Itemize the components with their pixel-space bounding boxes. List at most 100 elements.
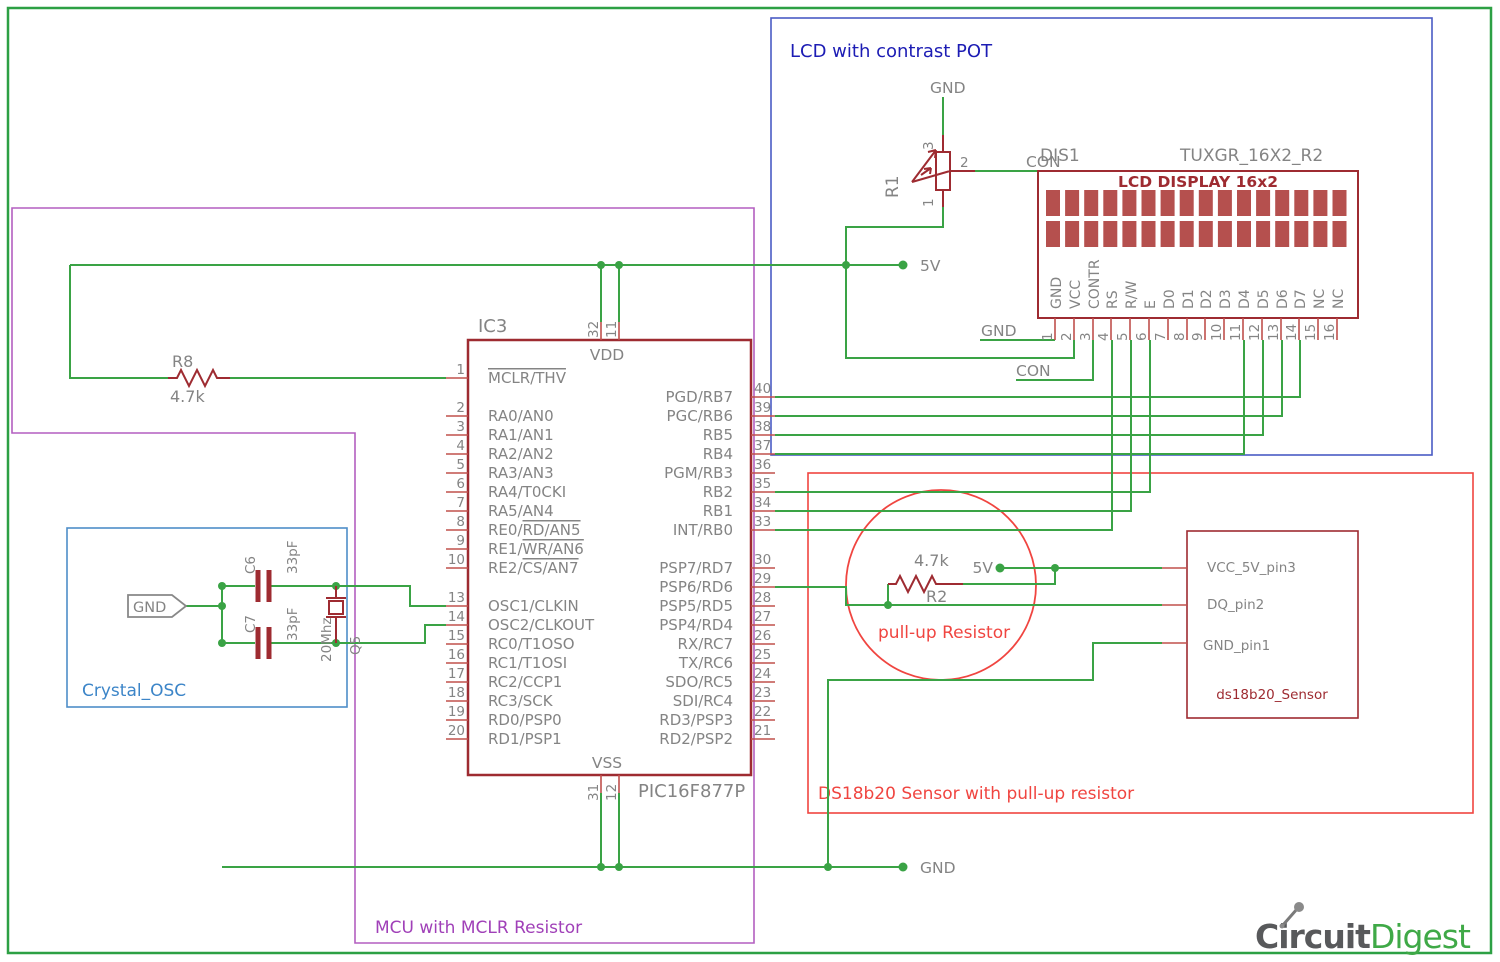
lcd-pin-name: D3 [1218, 289, 1234, 309]
lcd-cell [1141, 221, 1156, 247]
sensor-section-box [807, 472, 1474, 814]
lcd-pin-name: D4 [1237, 289, 1253, 309]
mcu-pin-number: 5 [456, 457, 465, 473]
lcd-cell [1179, 190, 1194, 216]
mcu-pin-number: 8 [456, 514, 465, 530]
net-5v-dot [898, 260, 908, 270]
lcd-pin-number: 7 [1153, 332, 1169, 341]
mcu-pin-number: 2 [456, 400, 465, 416]
mcu-pin-label: RE2/CS/AN7 [488, 559, 579, 577]
lcd-cell [1084, 190, 1099, 216]
lcd-pin-number: 10 [1209, 324, 1225, 341]
mcu-pin-label: RB4 [703, 445, 733, 463]
mcu-pin-number: 38 [754, 419, 771, 435]
mcu-pin-number: 32 [586, 321, 602, 338]
circuitdigest-logo: CircuitDigest [1255, 902, 1472, 956]
junction-dots [218, 260, 1059, 872]
lcd-cell [1313, 221, 1328, 247]
mcu-pin-label: OSC1/CLKIN [488, 597, 579, 615]
mcu-pin-number: 40 [754, 381, 771, 397]
wire-sensor-gnd [827, 642, 1162, 867]
mcu-pin-number: 4 [456, 438, 465, 454]
lcd-cell [1160, 190, 1175, 216]
lcd-cell [1103, 221, 1118, 247]
lcd-pin-name: NC [1312, 289, 1328, 309]
mcu-pin-number: 35 [754, 476, 771, 492]
wire-vdd-risers [600, 265, 620, 322]
lcd-pin-number: 15 [1303, 324, 1319, 341]
mcu-pin-label: SDO/RC5 [665, 673, 733, 691]
junction-dot [597, 863, 605, 871]
mcu-pin-number: 9 [456, 533, 465, 549]
outer-border [6, 6, 1493, 955]
lcd-cell [1332, 221, 1347, 247]
junction-dot [842, 261, 850, 269]
logo-part1: Circuit [1255, 917, 1371, 956]
mcu-pin-label: RC0/T1OSO [488, 635, 575, 653]
lcd-gnd-label: GND [981, 322, 1017, 340]
lcd-cell [1217, 221, 1232, 247]
lcd-pin-name: D7 [1293, 289, 1309, 309]
lcd-pin-name: D2 [1199, 289, 1215, 309]
junction-dot [824, 863, 832, 871]
crystal-symbol-body [328, 600, 344, 615]
mcu-pin-number: 13 [448, 590, 465, 606]
lcd-cell [1275, 221, 1290, 247]
mcu-pin-number: 21 [754, 723, 771, 739]
junction-dot [218, 602, 226, 610]
mcu-pin-label: RA0/AN0 [488, 407, 554, 425]
mcu-pin-label: RC3/SCK [488, 692, 554, 710]
pot-con-label: CON [1026, 153, 1061, 171]
pot-adjust-arrow-icon [920, 167, 932, 176]
lcd-pin-number: 6 [1134, 332, 1150, 341]
junction-dot [218, 639, 226, 647]
logo-part2: Digest [1370, 917, 1471, 956]
sensor-section-title: DS18b20 Sensor with pull-up resistor [818, 784, 1134, 804]
gnd-flag-label: GND [133, 600, 166, 616]
lcd-cell [1122, 190, 1137, 216]
lcd-pins: 1GND2VCC3CONTR4RS5R/W6E7D08D19D210D311D4… [1040, 259, 1347, 341]
mcu-pin-number: 16 [448, 647, 465, 663]
mcu-vss-label: VSS [592, 754, 622, 772]
lcd-cell [1122, 221, 1137, 247]
mcu-pin-label: RE1/WR/AN6 [488, 540, 584, 558]
wire-rs-rb0 [775, 340, 1113, 531]
crystal-section-title: Crystal_OSC [82, 681, 186, 701]
mcu-pin-label: RD0/PSP0 [488, 711, 562, 729]
lcd-cell [1332, 190, 1347, 216]
wire-d4-rb4 [775, 340, 1245, 455]
mcu-pin-number: 39 [754, 400, 771, 416]
lcd-pin-name: D6 [1275, 289, 1291, 309]
potentiometer-r1: R1 3 1 2 GND CON [883, 79, 1061, 207]
mcu-pin-number: 24 [754, 666, 771, 682]
capacitor-symbol-c6 [255, 570, 272, 602]
net-label-gnd: GND [920, 859, 956, 877]
mcu-pin-number: 25 [754, 647, 771, 663]
lcd-pin-name: CONTR [1087, 259, 1103, 309]
mcu-pin-number: 22 [754, 704, 771, 720]
mcu-pin-number: 11 [604, 321, 620, 338]
lcd-pin-number: 8 [1172, 332, 1188, 341]
lcd-pin-name: D0 [1162, 289, 1178, 309]
q5-refdes: Q5 [348, 636, 364, 655]
lcd-pin-number: 2 [1059, 332, 1075, 341]
lcd-cell [1217, 190, 1232, 216]
mcu-pin-label: PSP7/RD7 [659, 559, 733, 577]
crystal-section-box [66, 527, 348, 708]
r2-refdes: R2 [926, 587, 947, 606]
mcu-pin-number: 10 [448, 552, 465, 568]
c7-refdes: C7 [243, 615, 259, 633]
wire-d6-rb6 [775, 340, 1283, 417]
mcu-pin-label: RA2/AN2 [488, 445, 554, 463]
mcu-pin-number: 31 [586, 784, 602, 801]
lcd-cell [1103, 190, 1118, 216]
lcd-cell [1198, 190, 1213, 216]
wire-vss-fallers [600, 793, 620, 867]
mcu-pin-number: 37 [754, 438, 771, 454]
lcd-pin-number: 1 [1040, 332, 1056, 341]
wire-rw-rb1 [775, 340, 1132, 512]
mcu-pin-label: RA3/AN3 [488, 464, 554, 482]
pot-pin3-number: 3 [921, 141, 937, 150]
gnd-flag-icon [127, 594, 188, 618]
